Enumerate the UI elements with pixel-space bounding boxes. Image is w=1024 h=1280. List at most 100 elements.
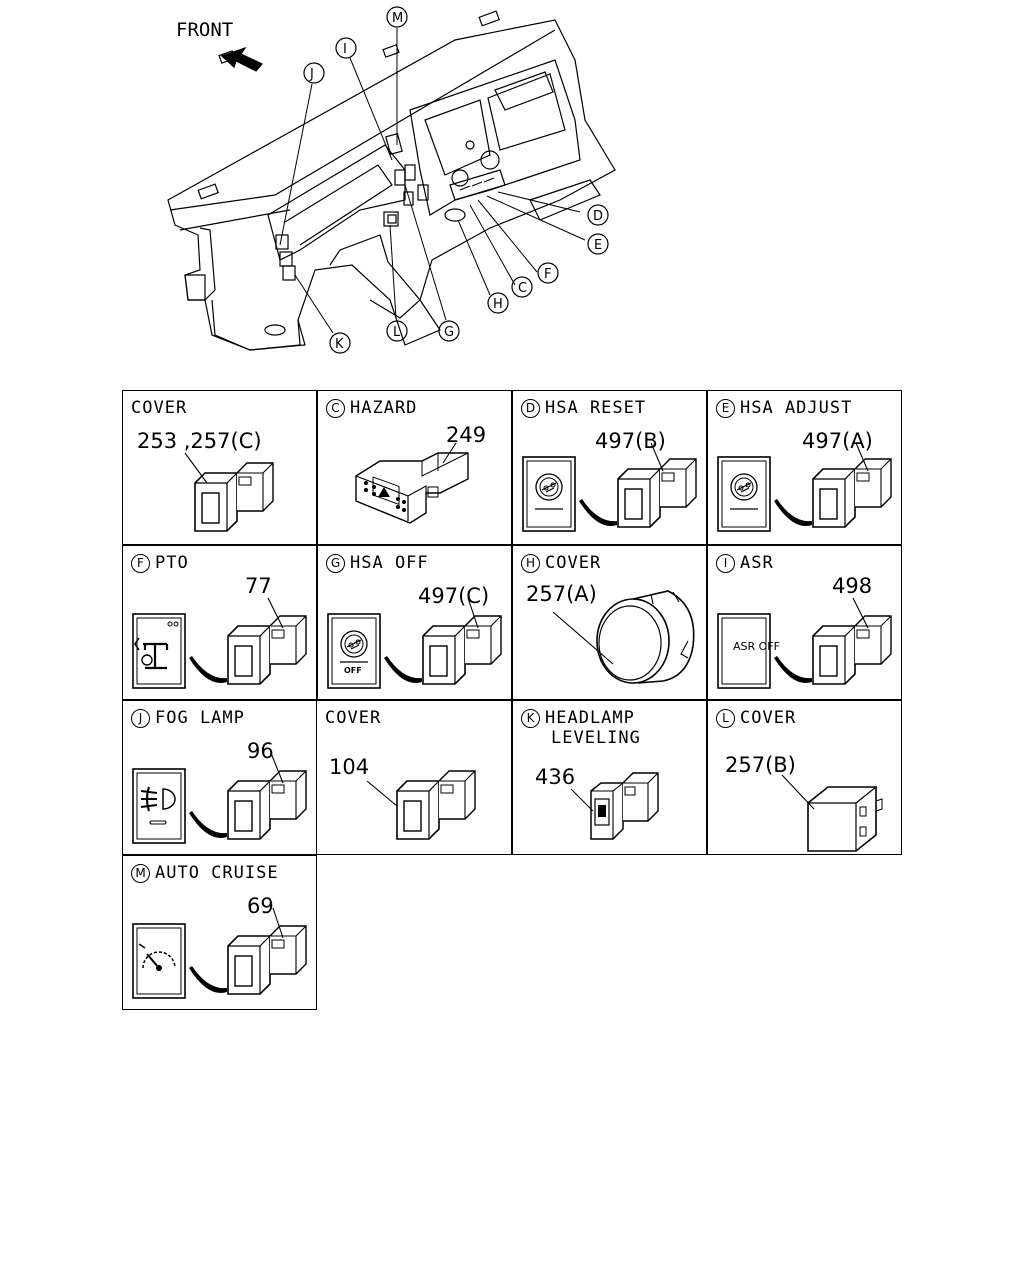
part-cell: D HSA RESET 497(B) [512,390,707,545]
svg-text:C: C [518,281,527,296]
dashboard-overview-diagram: FRONT [167,6,616,354]
callout-letter-badge: F [131,554,150,573]
callout-letter-badge: J [131,709,150,728]
part-title-text: HSA OFF [350,553,429,573]
part-number: 497(C) [418,584,490,608]
part-number: 69 [247,894,274,918]
callout-labels: M I J D E F C H G L K [303,6,609,354]
cover-switch-blank-icon [396,780,440,840]
part-illustration [184,452,274,532]
part-title-text: COVER [325,708,382,728]
callout-letter-badge: E [716,399,735,418]
hsa-off-icon-text: OFF [344,666,362,675]
callout-letter-badge: G [326,554,345,573]
asr-off-icon-text: ASR OFF [733,640,780,653]
svg-text:L: L [393,325,401,340]
svg-text:I: I [343,42,347,57]
part-title-text: HSA RESET [545,398,647,418]
part-title-text: HAZARD [350,398,418,418]
part-cell: F PTO 77 [122,545,317,700]
part-title-text: PTO [155,553,189,573]
part-title-text: ASR [740,553,774,573]
front-arrow-icon [220,46,263,72]
part-illustration [781,774,883,852]
part-title-text: COVER [545,553,602,573]
part-illustration [552,590,695,684]
svg-text:M: M [392,11,403,26]
part-number: 497(B) [595,429,666,453]
part-title-text: FOG LAMP [155,708,245,728]
part-title: D HSA RESET [521,399,646,418]
part-illustration [132,752,307,844]
hsa-reset-symbol-icon [522,456,576,532]
part-number: 253 ,257(C) [137,429,262,453]
part-title-text: HEADLAMP [545,708,635,728]
callout-letter-badge: L [716,709,735,728]
part-title: C HAZARD [326,399,417,418]
part-title-text: AUTO CRUISE [155,863,279,883]
part-title: L COVER [716,709,796,728]
round-cover-icon [596,598,670,684]
callout-leaders [279,28,586,334]
part-cell: L COVER 257(B) [707,700,902,855]
square-cover-icon [807,786,877,852]
part-illustration [522,442,697,532]
callout-letter-badge: I [716,554,735,573]
callout-letter-badge: D [521,399,540,418]
callout-letter-badge: K [521,709,540,728]
part-cell: COVER 253 ,257(C) [122,390,317,545]
svg-text:D: D [593,209,603,224]
part-illustration [717,442,892,532]
fog-lamp-symbol-icon [132,768,186,844]
part-title: M AUTO CRUISE [131,864,279,883]
part-number: 436 [535,765,576,789]
part-cell: M AUTO CRUISE 69 [122,855,317,1010]
part-title: COVER [131,399,187,418]
part-illustration: OFF [327,597,502,689]
part-illustration [132,597,307,689]
part-cell: C HAZARD 249 [317,390,512,545]
part-title: F PTO [131,554,189,573]
part-cell: ASR OFF I ASR 498 [707,545,902,700]
part-cell: OFF G HSA OFF 497(C) [317,545,512,700]
part-title: G HSA OFF [326,554,429,573]
part-number: 249 [446,423,487,447]
auto-cruise-symbol-icon [132,923,186,999]
part-illustration [132,907,307,999]
dashboard-outline [167,10,616,351]
hsa-off-symbol-icon [327,613,381,689]
svg-text:J: J [309,67,314,82]
hazard-switch-icon [355,452,469,524]
svg-text:G: G [444,325,454,340]
part-title-text: COVER [131,398,188,418]
callout-letter-badge: C [326,399,345,418]
part-illustration [570,772,659,840]
svg-text:F: F [544,267,551,282]
part-title: COVER [325,709,381,728]
part-title: E HSA ADJUST [716,399,852,418]
part-title-text: COVER [740,708,797,728]
part-number: 498 [832,574,873,598]
part-cell: E HSA ADJUST 497(A) [707,390,902,545]
part-number: 257(A) [526,582,597,606]
part-title: I ASR [716,554,774,573]
part-number: 497(A) [802,429,873,453]
part-title-text: HSA ADJUST [740,398,853,418]
part-illustration [355,442,469,524]
svg-text:H: H [493,297,503,312]
svg-text:K: K [335,337,344,352]
part-number: 77 [245,574,272,598]
part-title: K HEADLAMP [521,709,635,728]
part-number: 96 [247,739,274,763]
hsa-adjust-symbol-icon [717,456,771,532]
part-number: 257(B) [725,753,796,777]
part-illustration [366,770,476,840]
callout-letter-badge: M [131,864,150,883]
front-label: FRONT [176,19,233,41]
